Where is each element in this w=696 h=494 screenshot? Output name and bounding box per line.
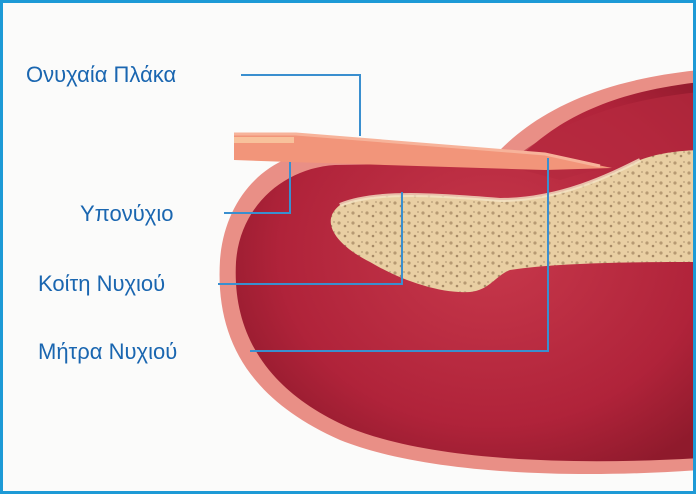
label-nail-matrix: Μήτρα Νυχιού: [38, 341, 177, 363]
label-hyponychium: Υπονύχιο: [80, 203, 173, 225]
label-nail-plate: Ονυχαία Πλάκα: [26, 64, 176, 86]
nail-free-edge: [234, 137, 294, 143]
label-nail-bed: Κοίτη Νυχιού: [38, 273, 165, 295]
leader-nail-plate: [241, 75, 360, 136]
